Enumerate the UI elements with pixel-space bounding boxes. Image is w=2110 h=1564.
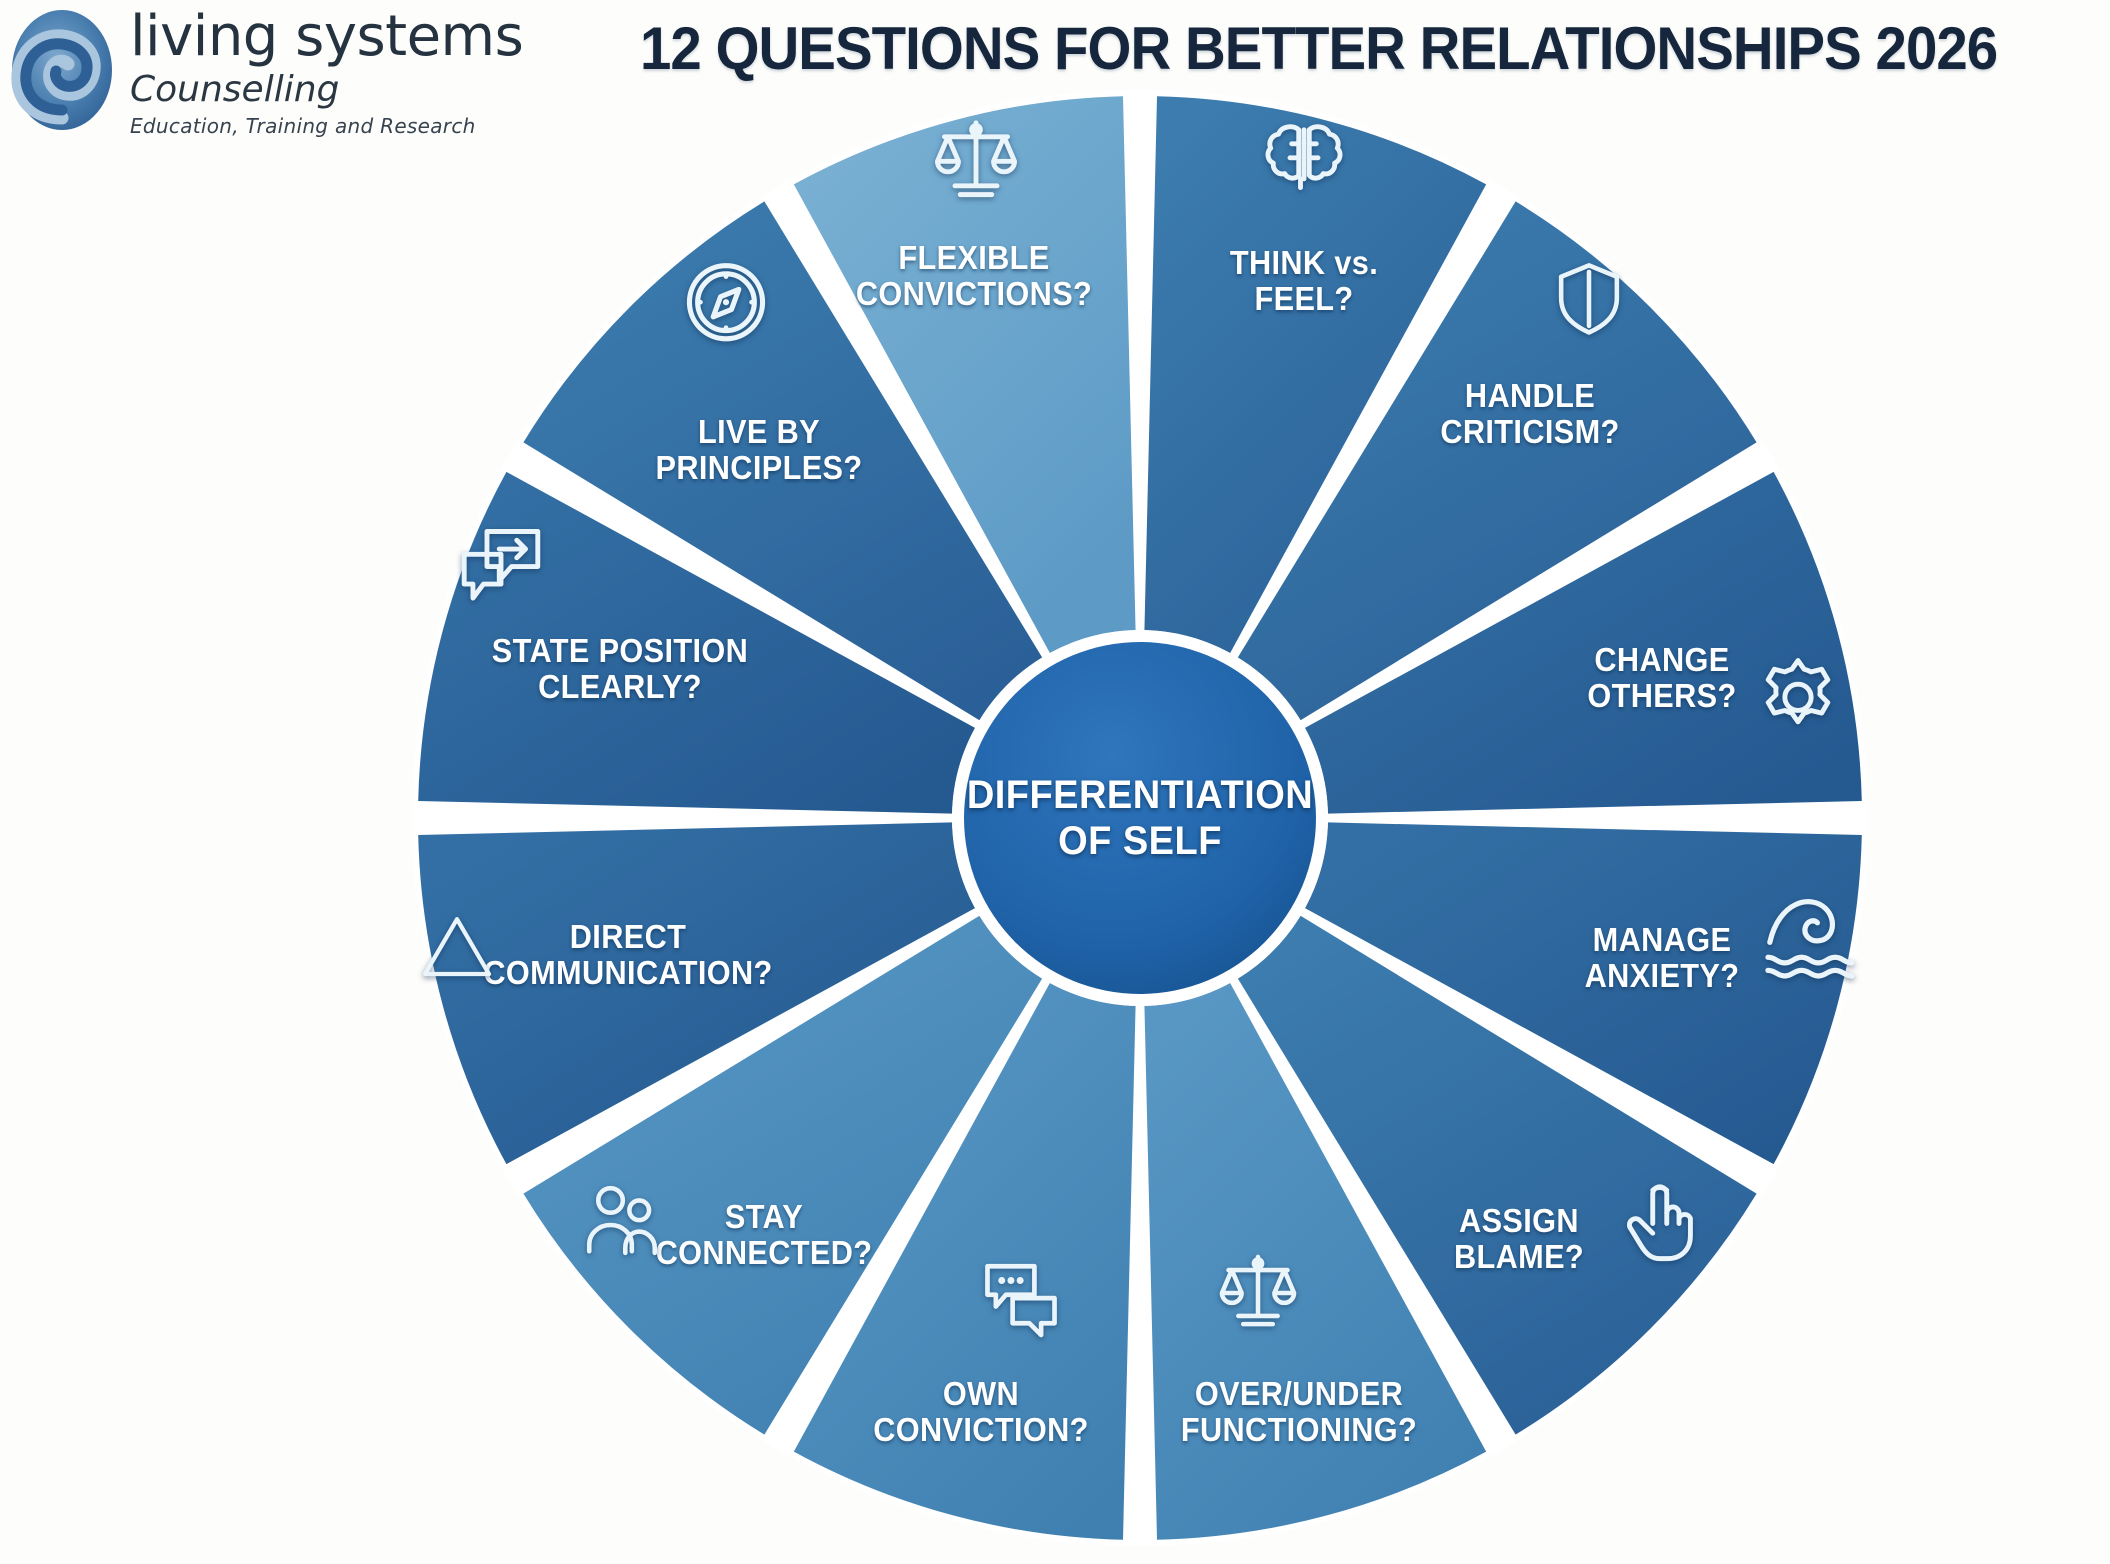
wheel-segment[interactable] xyxy=(1304,471,1862,814)
spiral-logo-icon xyxy=(11,10,112,130)
wheel-segment[interactable] xyxy=(1304,822,1862,1165)
brand-tagline: Education, Training and Research xyxy=(130,114,476,138)
wheel-segment[interactable] xyxy=(1144,982,1487,1540)
wheel-segment[interactable] xyxy=(418,471,976,814)
wheel-segment[interactable] xyxy=(418,822,976,1165)
wheel-segment[interactable] xyxy=(1144,96,1487,654)
brand-name: living systems xyxy=(130,4,524,69)
wheel-segment[interactable] xyxy=(793,96,1136,654)
page-title: 12 QUESTIONS FOR BETTER RELATIONSHIPS 20… xyxy=(640,15,1998,82)
wheel-segment[interactable] xyxy=(793,982,1136,1540)
wheel-segment[interactable] xyxy=(1237,915,1757,1435)
wheel-segment[interactable] xyxy=(523,201,1043,721)
wheel-segment[interactable] xyxy=(523,915,1043,1435)
brand-subtitle: Counselling xyxy=(130,69,340,110)
wheel-segment[interactable] xyxy=(1237,201,1757,721)
brand-logo: living systems Counselling Education, Tr… xyxy=(8,4,524,138)
